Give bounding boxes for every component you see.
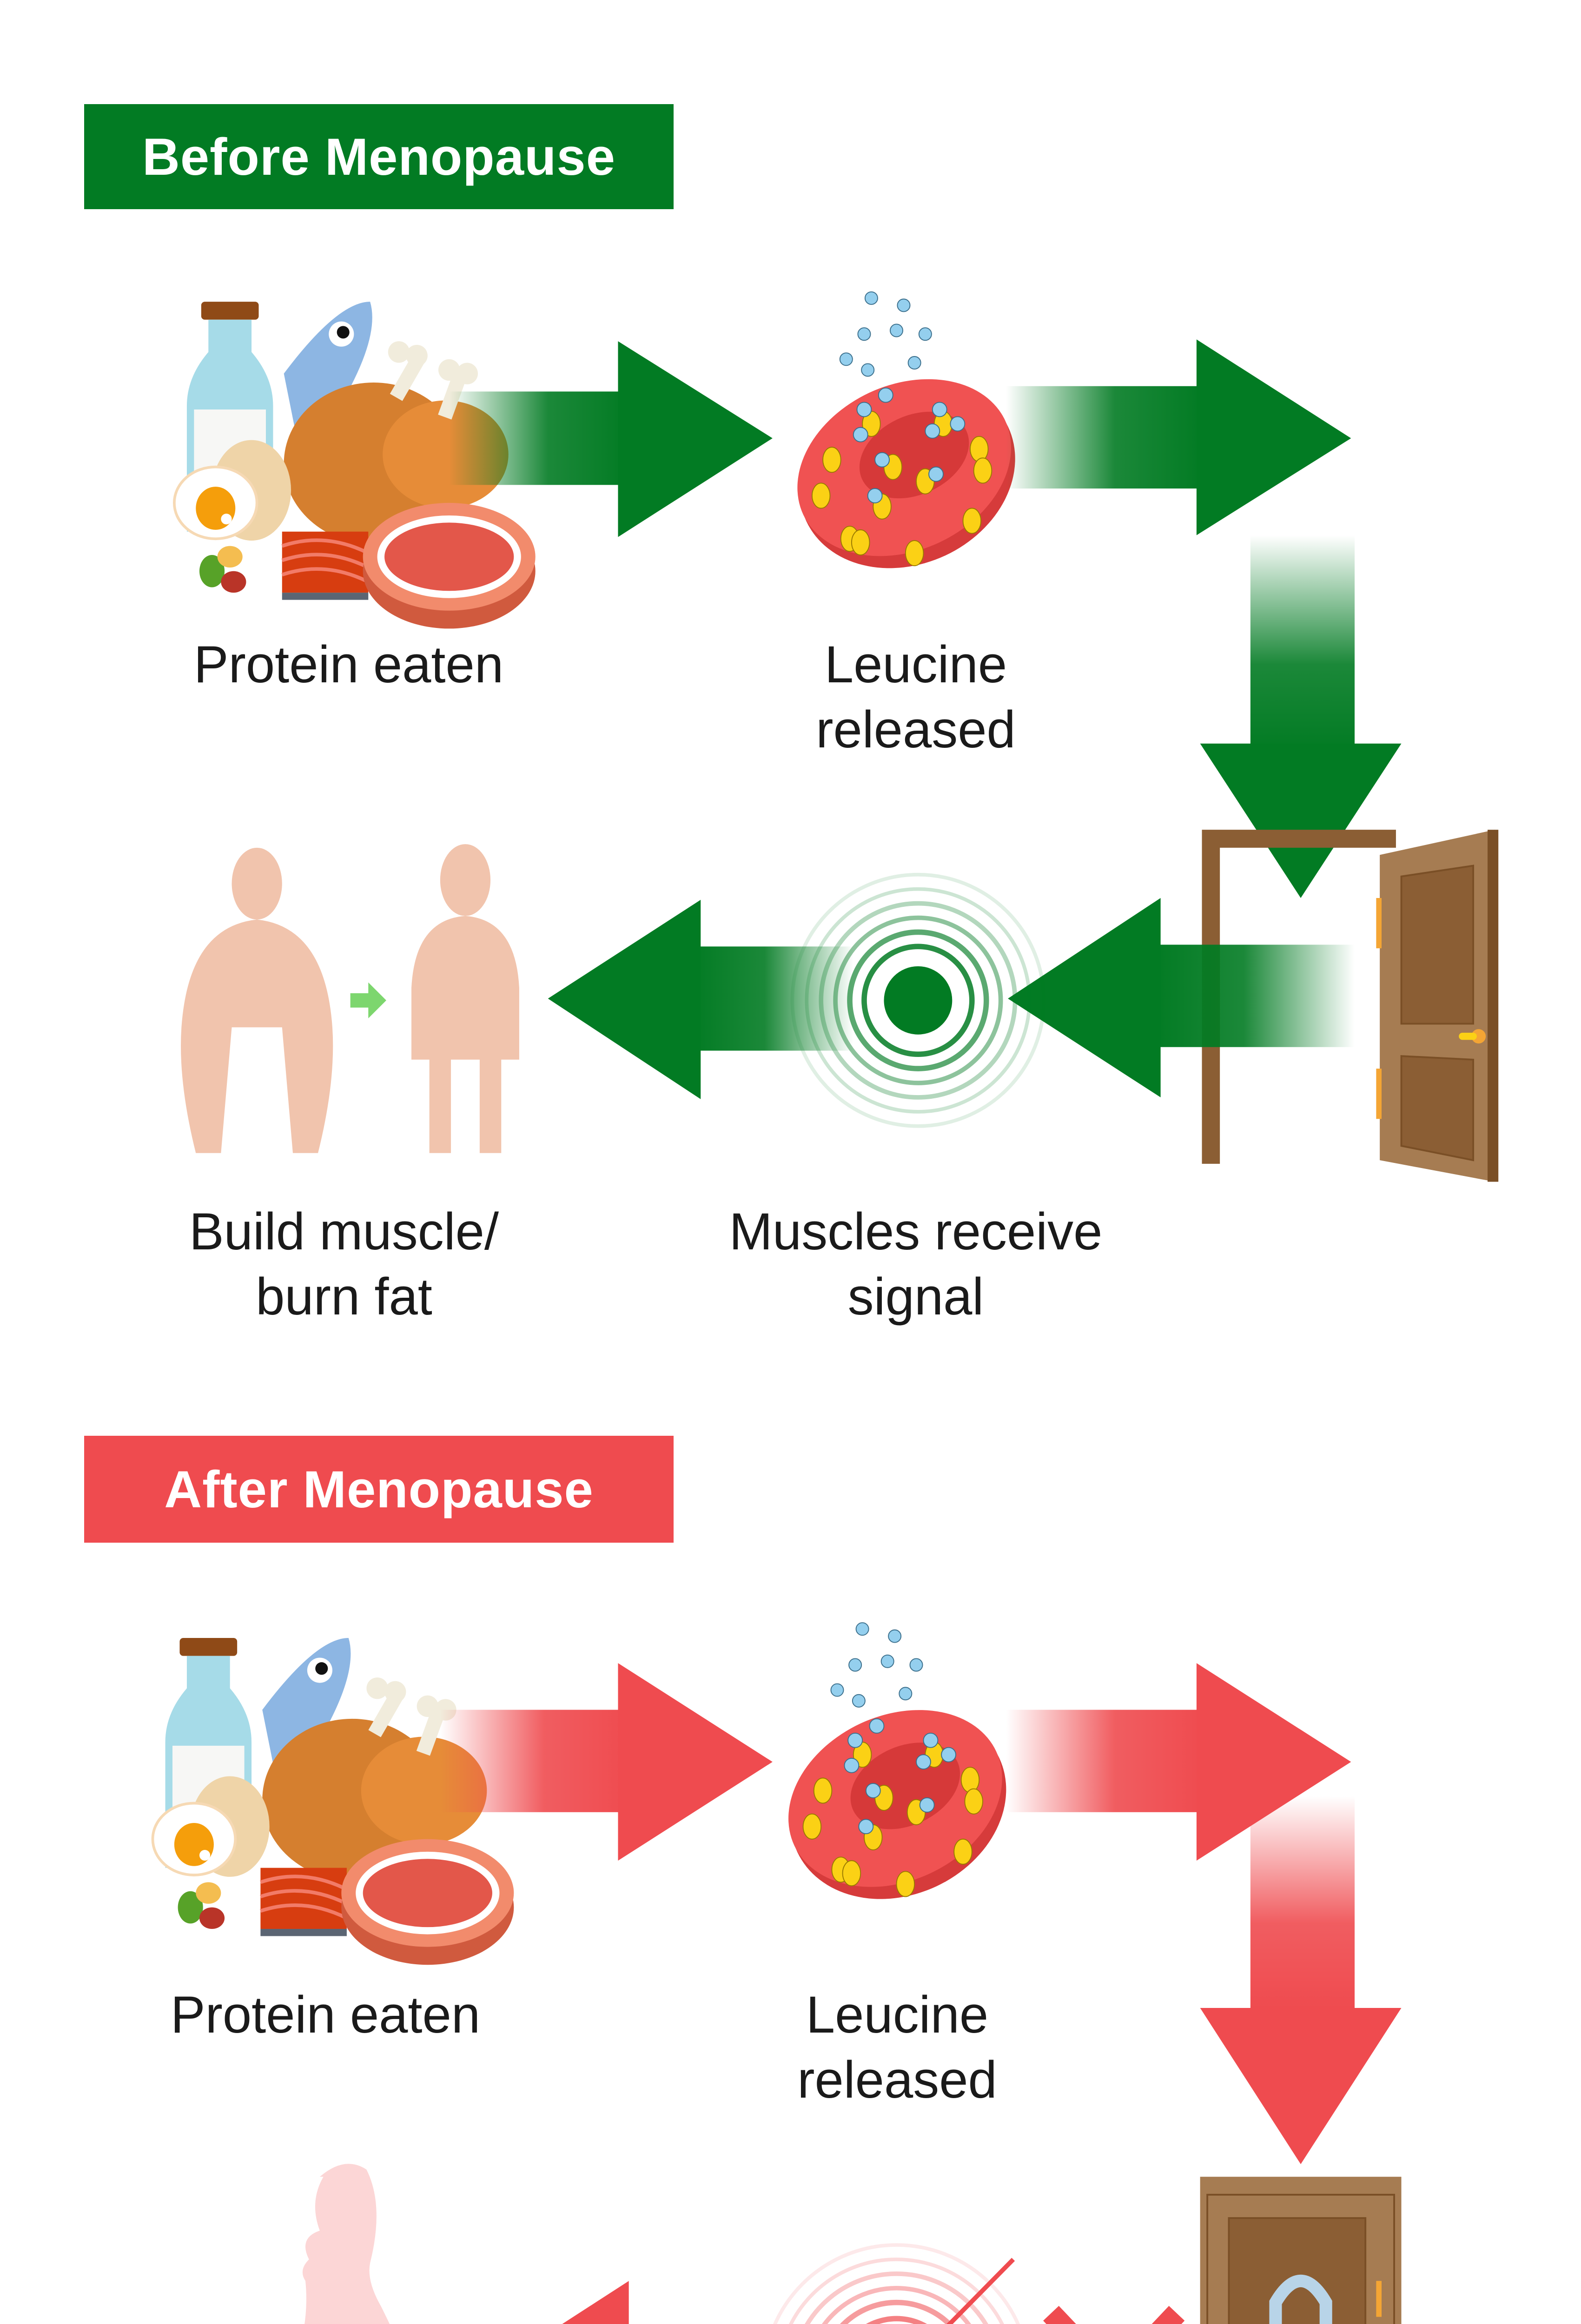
block-x-icon (1043, 2305, 1185, 2324)
step-label-protein-eaten-after: Protein eaten (116, 1982, 535, 2047)
label-line: burn fat (256, 1268, 432, 1326)
label-line: signal (847, 1268, 984, 1326)
arrow-left-2 (548, 899, 853, 1099)
arrow-down (1200, 535, 1402, 898)
arrow-left-1 (1008, 898, 1355, 1097)
blocked-signal-icon (773, 2243, 1020, 2324)
label-line: Protein eaten (193, 635, 504, 693)
label-line: Muscles receive (729, 1202, 1103, 1261)
after-menopause-banner: After Menopause (84, 1436, 674, 1543)
blood-cell-leucine-icon (767, 291, 1047, 603)
step-label-protein-eaten: Protein eaten (139, 632, 558, 697)
arrow-right-2 (1006, 339, 1351, 535)
arrow-down-after (1200, 1796, 1402, 2165)
step-label-muscles-receive-signal: Muscles receive signal (707, 1199, 1125, 1329)
arrow-right-2-after (1006, 1663, 1351, 1861)
label-line: Leucine (806, 1986, 989, 2044)
arrow-right-1 (449, 341, 773, 537)
label-line: Protein eaten (170, 1986, 481, 2044)
step-label-build-muscle: Build muscle/ burn fat (135, 1199, 553, 1329)
locked-door-icon (1200, 2177, 1402, 2324)
open-door-icon (1202, 830, 1499, 1182)
step-label-leucine-released-after: Leucine released (688, 1982, 1106, 2113)
belly-fat-silhouette-icon (302, 2164, 390, 2324)
before-menopause-banner: Before Menopause (84, 104, 674, 209)
blood-cell-leucine-icon-after (759, 1622, 1038, 1934)
arrow-left-after (562, 2281, 629, 2324)
after-section-art (153, 1622, 1402, 2324)
label-line: released (816, 700, 1016, 759)
body-transform-icon (181, 844, 519, 1153)
label-line: released (797, 2051, 997, 2109)
arrow-right-1-after (440, 1663, 773, 1861)
label-line: Build muscle/ (189, 1202, 499, 1261)
step-label-leucine-released: Leucine released (707, 632, 1125, 762)
before-section-art (174, 291, 1499, 1182)
label-line: Leucine (824, 635, 1007, 693)
